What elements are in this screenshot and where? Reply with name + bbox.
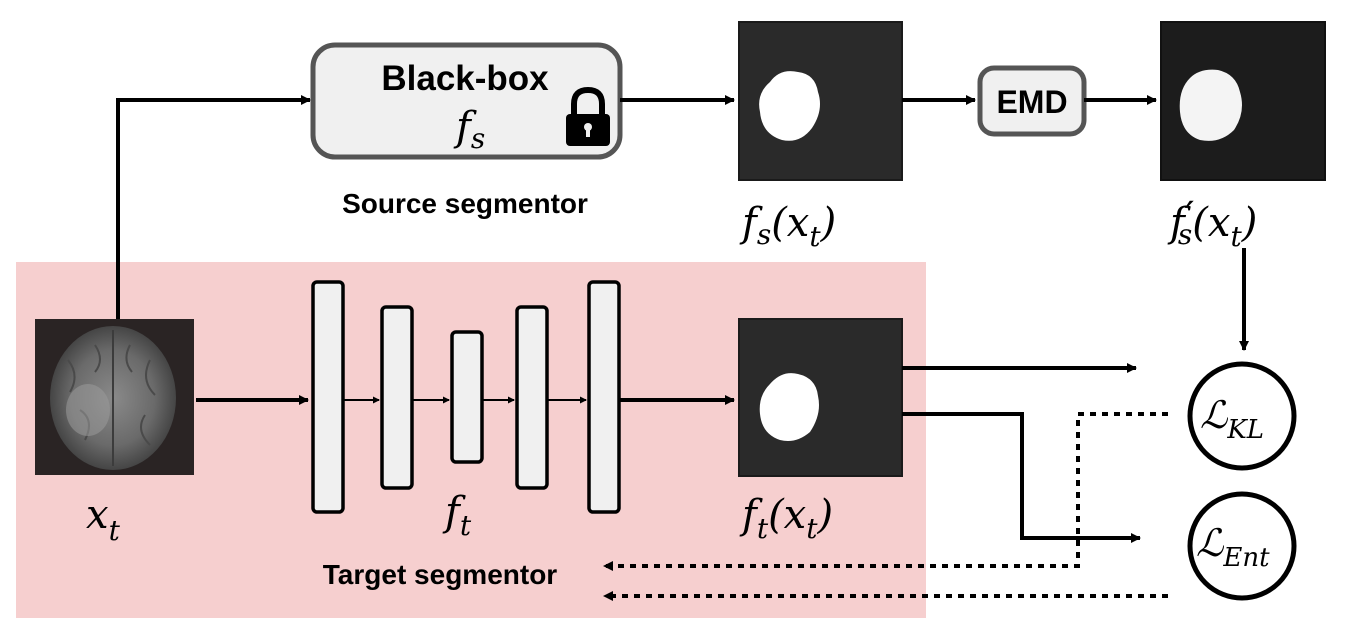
target-segmentor-caption: Target segmentor (323, 559, 558, 590)
fs-prime-mask-image (1160, 21, 1326, 181)
fs-output-label: fs(xt) (739, 200, 836, 253)
ft-mask-image (738, 318, 903, 477)
blackbox-title: Black-box (381, 59, 549, 98)
ft-to-lent-arrow (902, 412, 1141, 543)
target-network-layers (311, 280, 621, 514)
input-label: xt (86, 492, 121, 547)
target-network-symbol: ft (442, 489, 472, 542)
layer-2 (380, 305, 414, 490)
input-to-blackbox-arrow (116, 95, 311, 319)
fs-mask-image (738, 21, 903, 181)
source-segmentor-caption: Source segmentor (342, 188, 588, 219)
emd-box: EMD (977, 65, 1087, 137)
blackbox-source-segmentor: Black-box fs (310, 42, 623, 160)
loss-kl-label: ℒKL (1200, 393, 1264, 445)
ft-output-label: ft(xt) (739, 492, 833, 545)
layer-4 (515, 305, 549, 490)
fs-prime-output-label: f′s(xt) (1167, 194, 1257, 253)
layer-3 (450, 330, 484, 464)
loss-ent-label: ℒEnt (1196, 521, 1270, 573)
blackbox-symbol: fs (453, 104, 485, 155)
layer-1 (311, 280, 345, 514)
emd-label: EMD (996, 84, 1067, 120)
layer-5 (587, 280, 621, 514)
lock-icon (566, 86, 610, 146)
input-brain-image (35, 319, 194, 475)
loss-kl-node: ℒKL (1187, 361, 1297, 471)
loss-ent-node: ℒEnt (1187, 491, 1297, 601)
